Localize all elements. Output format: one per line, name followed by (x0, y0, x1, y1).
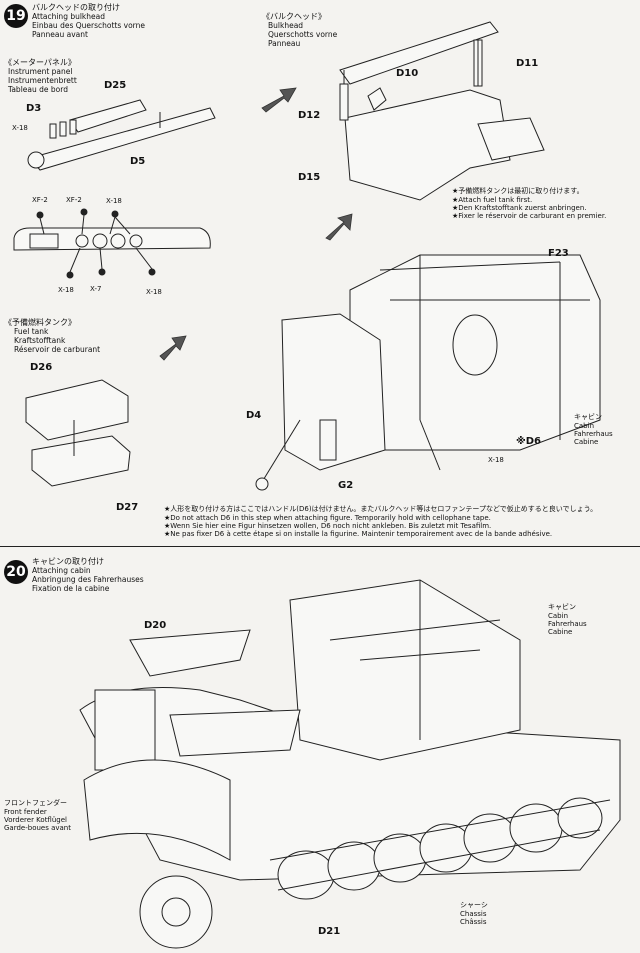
chassis-en: Chassis (460, 910, 487, 918)
part-d11: D11 (516, 58, 539, 69)
bulkhead-label-fr: Panneau (268, 39, 301, 48)
fender-fr: Garde-boues avant (4, 824, 71, 832)
step-20-title: キャビンの取り付け Attaching cabin Anbringung des… (32, 557, 144, 593)
part-d6: ※D6 (516, 436, 541, 447)
cabin19-jp: キャビン (574, 413, 602, 421)
fuel-tank-label-en: Fuel tank (14, 327, 49, 336)
part-f23: F23 (548, 248, 569, 259)
instrument-panel-upper (27, 99, 216, 171)
paint-x18-c: X-18 (58, 286, 74, 294)
bulkhead-assembly (339, 21, 545, 201)
paint-x18-e: X-18 (488, 456, 504, 464)
step-20-title-fr: Fixation de la cabine (32, 584, 110, 593)
part-d12: D12 (298, 110, 321, 121)
paint-xf2-a: XF-2 (32, 196, 48, 204)
part-d3: D3 (26, 103, 42, 114)
step-20-title-de: Anbringung des Fahrerhauses (32, 575, 144, 584)
fender-jp: フロントフェンダー (4, 799, 67, 807)
step-19-title-jp: バルクヘッドの取り付け (32, 3, 120, 12)
step-19-title-en: Attaching bulkhead (32, 12, 106, 21)
cabin-label-20: キャビン Cabin Fahrerhaus Cabine (548, 602, 587, 636)
note2-jp: ★人形を取り付ける方はここではハンドル(D6)は付けません。またバルクヘッド等は… (164, 505, 598, 513)
part-d21: D21 (318, 926, 341, 937)
chassis-jp: シャーシ (460, 901, 488, 909)
note2-en: ★Do not attach D6 in this step when atta… (164, 514, 491, 522)
fuel-tank-label-de: Kraftstofftank (14, 336, 66, 345)
part-d27: D27 (116, 502, 139, 513)
step-19-title-fr: Panneau avant (32, 30, 88, 39)
part-g2: G2 (338, 480, 354, 491)
note1-en: ★Attach fuel tank first. (452, 196, 533, 204)
cabin-label-19: キャビン Cabin Fahrerhaus Cabine (574, 412, 613, 446)
note1-de: ★Den Kraftstofftank zuerst anbringen. (452, 204, 587, 212)
instrument-panel-lower (13, 208, 211, 279)
part-d15: D15 (298, 172, 321, 183)
part-d10: D10 (396, 68, 419, 79)
chassis-fr: Châssis (460, 918, 487, 926)
instrument-panel-label-en: Instrument panel (8, 67, 73, 76)
direction-arrows (159, 87, 353, 361)
paint-xf2-b: XF-2 (66, 196, 82, 204)
cabin20-jp: キャビン (548, 603, 576, 611)
step-20-title-en: Attaching cabin (32, 566, 91, 575)
note-figure-handle: ★人形を取り付ける方はここではハンドル(D6)は付けません。またバルクヘッド等は… (164, 504, 597, 538)
instrument-panel-label: 《メーターパネル》 Instrument panel Instrumentenb… (4, 58, 77, 94)
step-20-title-jp: キャビンの取り付け (32, 557, 104, 566)
bulkhead-label: 《バルクヘッド》 Bulkhead Querschotts vorne Pann… (262, 12, 337, 48)
part-d4: D4 (246, 410, 262, 421)
cabin19-en: Cabin (574, 422, 595, 430)
step-20-number: 20 (4, 560, 28, 584)
cabin20-de: Fahrerhaus (548, 620, 587, 628)
fender-de: Vorderer Kotflügel (4, 816, 67, 824)
paint-x18-d: X-18 (146, 288, 162, 296)
step-19-number: 19 (4, 4, 28, 28)
paint-x7: X-7 (90, 285, 102, 293)
fender-en: Front fender (4, 808, 47, 816)
note1-fr: ★Fixer le réservoir de carburant en prem… (452, 212, 607, 220)
cabin20-en: Cabin (548, 612, 569, 620)
paint-x18-b: X-18 (106, 197, 122, 205)
cabin20-fr: Cabine (548, 628, 573, 636)
part-d20: D20 (144, 620, 167, 631)
note2-fr: ★Ne pas fixer D6 à cette étape si on ins… (164, 530, 553, 538)
fuel-tank-label-jp: 《予備燃料タンク》 (4, 318, 76, 327)
fuel-tank (25, 379, 131, 487)
part-d26: D26 (30, 362, 53, 373)
chassis-label: シャーシ Chassis Châssis (460, 900, 488, 926)
part-d5: D5 (130, 156, 146, 167)
cabin-frame (255, 254, 601, 491)
instrument-panel-label-fr: Tableau de bord (8, 85, 68, 94)
fuel-tank-label-fr: Réservoir de carburant (14, 345, 101, 354)
instrument-panel-label-de: Instrumentenbrett (8, 76, 77, 85)
step-divider (0, 546, 640, 547)
step-19-title: バルクヘッドの取り付け Attaching bulkhead Einbau de… (32, 3, 145, 39)
note2-de: ★Wenn Sie hier eine Figur hinsetzen woll… (164, 522, 492, 530)
note1-jp: ★予備燃料タンクは最初に取り付けます。 (452, 187, 584, 195)
step-19-title-de: Einbau des Querschotts vorne (32, 21, 145, 30)
bulkhead-label-en: Bulkhead (268, 21, 304, 30)
fuel-tank-label: 《予備燃料タンク》 Fuel tank Kraftstofftank Réser… (4, 318, 100, 354)
instrument-panel-label-jp: 《メーターパネル》 (4, 58, 76, 67)
part-d25: D25 (104, 80, 127, 91)
chassis-assembly (79, 579, 621, 949)
paint-x18-a: X-18 (12, 124, 28, 132)
cabin19-fr: Cabine (574, 438, 599, 446)
front-fender-label: フロントフェンダー Front fender Vorderer Kotflüge… (4, 798, 71, 832)
bulkhead-label-de: Querschotts vorne (268, 30, 338, 39)
bulkhead-label-jp: 《バルクヘッド》 (262, 12, 326, 21)
note-fuel-tank-first: ★予備燃料タンクは最初に取り付けます。 ★Attach fuel tank fi… (452, 186, 606, 220)
cabin19-de: Fahrerhaus (574, 430, 613, 438)
